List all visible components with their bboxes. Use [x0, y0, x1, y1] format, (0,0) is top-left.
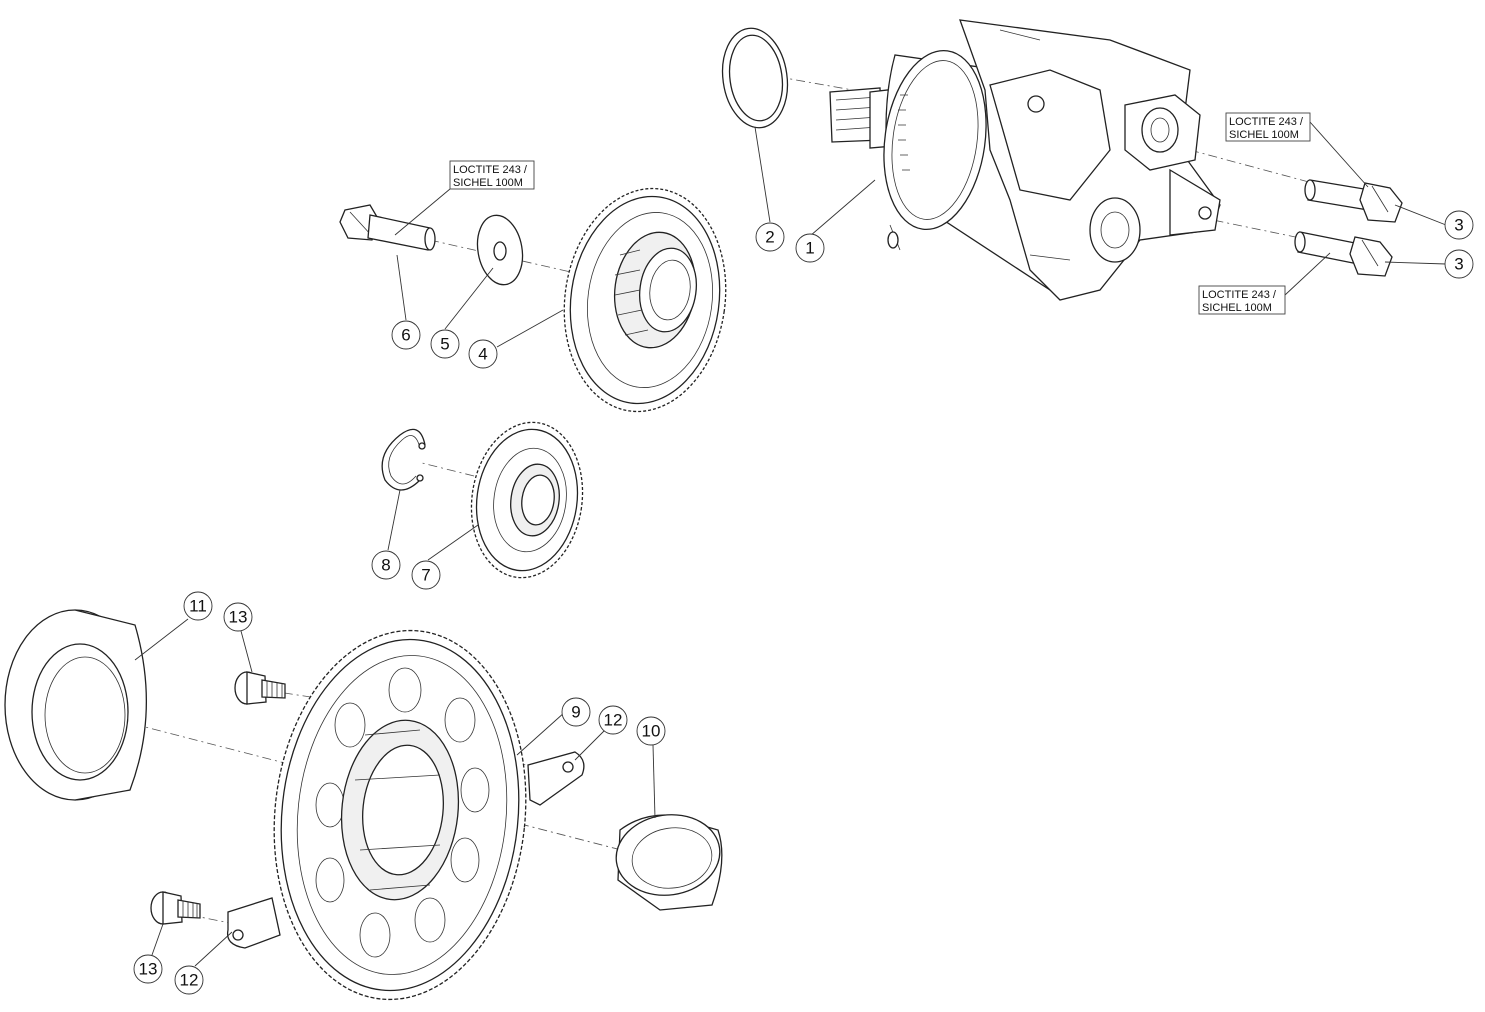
- svg-text:13: 13: [139, 960, 158, 979]
- loctite-note-bolt-3-upper: LOCTITE 243 / SICHEL 100M: [1225, 112, 1311, 142]
- svg-text:5: 5: [440, 335, 449, 354]
- callout-13-upper: 13: [223, 602, 253, 632]
- svg-text:6: 6: [401, 326, 410, 345]
- circlip-part-8: [381, 428, 426, 491]
- lock-plate-part-12-upper: [527, 751, 585, 806]
- svg-text:1: 1: [805, 239, 814, 258]
- screw-part-13-upper: [234, 671, 286, 705]
- callout-12-lower: 12: [174, 965, 204, 995]
- svg-text:10: 10: [642, 722, 661, 741]
- bolt-part-3-lower: [1294, 231, 1393, 277]
- lock-plate-part-12-lower: [226, 897, 281, 949]
- callout-7: 7: [411, 560, 441, 590]
- note-line1: LOCTITE 243 /: [453, 164, 528, 176]
- loctite-note-bolt-3-lower: LOCTITE 243 / SICHEL 100M: [1198, 285, 1286, 315]
- svg-text:8: 8: [381, 556, 390, 575]
- loctite-note-bolt-6: LOCTITE 243 / SICHEL 100M: [449, 160, 535, 190]
- svg-text:2: 2: [765, 228, 774, 247]
- svg-text:4: 4: [478, 345, 487, 364]
- o-ring-part-2: [721, 27, 789, 129]
- washer-part-5: [476, 214, 524, 286]
- svg-text:9: 9: [571, 703, 580, 722]
- svg-text:11: 11: [189, 597, 207, 616]
- callout-12-upper: 12: [598, 705, 628, 735]
- starter-motor-part-1: [829, 19, 1221, 301]
- callout-9: 9: [561, 697, 591, 727]
- note-line1: LOCTITE 243 /: [1202, 289, 1277, 301]
- screw-part-13-lower: [150, 891, 201, 925]
- leader-lines: [134, 121, 1447, 967]
- callout-6: 6: [391, 320, 421, 350]
- callout-11: 11: [183, 591, 213, 621]
- bolt-part-6: [339, 204, 436, 251]
- callout-1: 1: [795, 233, 825, 263]
- callout-2: 2: [755, 222, 785, 252]
- bushing-part-10: [615, 814, 723, 911]
- note-line1: LOCTITE 243 /: [1229, 116, 1304, 128]
- gear-part-7: [470, 421, 584, 579]
- svg-text:7: 7: [421, 566, 430, 585]
- large-gear-part-9: [273, 629, 527, 1001]
- callout-3-upper: 3: [1444, 210, 1474, 240]
- note-line2: SICHEL 100M: [1202, 302, 1272, 314]
- bearing-ring-part-11: [4, 609, 147, 801]
- bolt-part-3-upper: [1304, 179, 1403, 223]
- callout-13-lower: 13: [133, 954, 163, 984]
- callout-5: 5: [430, 329, 460, 359]
- callout-8: 8: [371, 550, 401, 580]
- svg-text:12: 12: [180, 971, 199, 990]
- svg-text:3: 3: [1454, 216, 1463, 235]
- note-line2: SICHEL 100M: [1229, 129, 1299, 141]
- intermediate-gear-part-4: [563, 187, 727, 413]
- svg-text:12: 12: [604, 711, 623, 730]
- callout-10: 10: [636, 716, 666, 746]
- svg-text:3: 3: [1454, 255, 1463, 274]
- note-line2: SICHEL 100M: [453, 177, 523, 189]
- callout-4: 4: [468, 339, 498, 369]
- callout-3-lower: 3: [1444, 249, 1474, 279]
- svg-text:13: 13: [229, 608, 248, 627]
